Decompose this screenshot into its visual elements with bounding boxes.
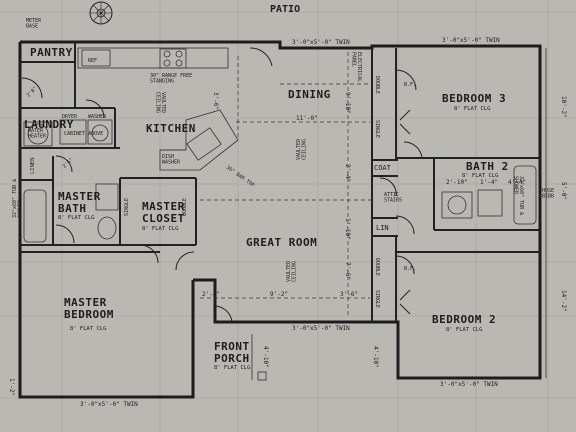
dim-4-10a: 4'-10" [262, 346, 269, 368]
dim-window-mid: 3'-0"x5'-0" TWIN [292, 325, 350, 332]
dim-4-10b: 4'-10" [372, 346, 379, 368]
outer-walls [18, 40, 542, 399]
interior-walls [20, 42, 540, 322]
master-bath-ceiling: 8' FLAT CLG [58, 215, 94, 221]
tub-shower-left-label: 32"x60" TUB &SHOWER [12, 179, 24, 218]
door-2-6-label: 2'6" [62, 157, 75, 170]
hall-single-label: SINGLE [374, 290, 380, 308]
room-kitchen: KITCHEN [146, 122, 196, 135]
washer-label: WASHER [88, 114, 107, 120]
dim-11-0: 11'-0" [296, 115, 318, 122]
room-bedroom2: BEDROOM 2 [432, 313, 496, 326]
dim-2-10: 2'-10" [446, 179, 468, 186]
dim-1-4: 1'-4" [480, 179, 498, 186]
dim-window-bottom-left: 3'-0"x5'-0" TWIN [80, 401, 138, 408]
master-bedroom-ceiling: 8' FLAT CLG [70, 326, 106, 332]
room-pantry: PANTRY [30, 46, 73, 59]
room-great-room: GREAT ROOM [246, 236, 317, 249]
room-laundry: LAUNDRY [24, 118, 74, 131]
kitchen-vaulted-label: VAULTEDCEILING [155, 92, 167, 113]
dim-10-2: 10'-2" [560, 96, 567, 118]
patio-label: PATIO [270, 4, 300, 15]
bf-label-2: B.F. [404, 266, 416, 272]
dim-1-10: 1'-10" [344, 218, 351, 240]
dim-window-top-left: 3'-0"x5'-0" TWIN [292, 39, 350, 46]
room-linen: LINEN [30, 157, 36, 174]
bf-label-1: B.F. [404, 82, 416, 88]
closet-double-label: DOUBLE [182, 198, 188, 216]
dim-5-0: 5'-0" [560, 182, 567, 200]
hall-double-label: DOUBLE [374, 258, 380, 276]
bath2-fixtures [441, 165, 537, 225]
laundry-fixtures [23, 119, 113, 147]
elec-single-label: SINGLE [374, 120, 380, 138]
room-coat: COAT [374, 164, 392, 172]
master-closet-ceiling: 8' FLAT CLG [142, 226, 178, 232]
electrical-panel-label: ELECTRICALPANEL [351, 52, 363, 82]
dim-14-2: 14'-2" [560, 290, 567, 312]
bar-top-label: 36" BAR TOP [225, 165, 256, 189]
great-room-vaulted-label: VAULTEDCEILING [286, 261, 298, 282]
kitchen-counters [77, 47, 239, 171]
room-bedroom3: BEDROOM 3 [442, 92, 506, 105]
tub-shower-right-label: 32"x60" TUB &SHOWER [513, 176, 525, 215]
dimension-lines [200, 48, 547, 381]
room-dining: DINING [288, 88, 331, 101]
dim-9-2: 9'-2" [270, 291, 288, 298]
dim-2-4: 2'-4" [344, 164, 351, 182]
dining-vaulted-label: VAULTEDCEILING [296, 139, 308, 160]
bath2-ceiling: 8' FLAT CLG [462, 173, 498, 179]
closet-single-label: SINGLE [124, 198, 130, 216]
dim-9-10: 9'-10" [344, 92, 351, 114]
cabinet-above-label: CABINET ABOVE [64, 131, 103, 137]
bedroom2-ceiling: 8' FLAT CLG [446, 327, 482, 333]
master-bath-fixtures [23, 183, 119, 243]
dim-window-bottom-right: 3'-0"x5'-0" TWIN [440, 381, 498, 388]
elec-double-label: DOUBLE [374, 76, 380, 94]
dim-3-6a: 3'-6" [212, 92, 219, 110]
door-2-8-label: 2'8" [26, 86, 39, 99]
dim-window-top-right: 3'-0"x5'-0" TWIN [442, 37, 500, 44]
room-lin: LIN [376, 224, 389, 232]
dim-2-8: 2'-8" [202, 291, 220, 298]
ref-label: REF [88, 58, 97, 64]
dim-7-6: 7'-6" [344, 262, 351, 280]
dim-3-6b: 3'-6" [340, 291, 358, 298]
dryer-label: DRYER [62, 114, 78, 120]
dim-4-4: 4'-4" [508, 179, 526, 186]
room-bath2: BATH 2 [466, 160, 509, 173]
dim-1-2: 1'-2" [8, 378, 15, 396]
front-porch-ceiling: 8' FLAT CLG [214, 365, 250, 371]
sun-icon [89, 1, 113, 25]
bedroom3-ceiling: 8' FLAT CLG [454, 106, 490, 112]
door-swings [21, 47, 423, 323]
